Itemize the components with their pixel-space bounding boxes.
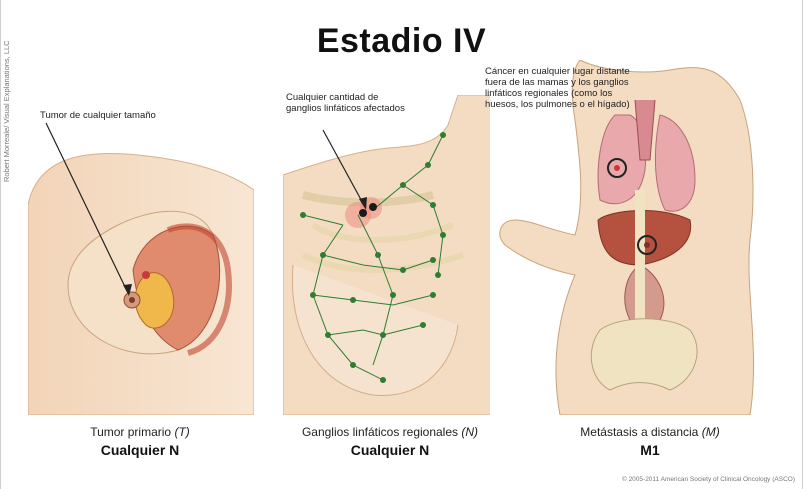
lymph-node-network-illustration [283,95,493,415]
caption-label: Metástasis a distancia [580,425,698,439]
callout-distant-metastasis: Cáncer en cualquier lugar distante fuera… [485,66,635,110]
body-organs-illustration [490,60,780,415]
caption-code: (M) [702,425,720,439]
panel-primary-tumor [28,95,254,415]
caption-lymph-nodes: Ganglios linfáticos regionales (N) [270,425,510,439]
caption-label: Tumor primario [90,425,171,439]
copyright-notice: © 2005-2011 American Society of Clinical… [622,476,795,483]
caption-value-distant-metastasis: M1 [540,442,760,458]
callout-primary-tumor: Tumor de cualquier tamaño [40,110,200,121]
caption-primary-tumor: Tumor primario (T) [30,425,250,439]
caption-distant-metastasis: Metástasis a distancia (M) [540,425,760,439]
caption-label: Ganglios linfáticos regionales [302,425,458,439]
figure-title: Estadio IV [0,22,803,61]
caption-code: (N) [461,425,478,439]
breast-cross-section-illustration [28,95,254,415]
panel-distant-metastasis [490,60,780,415]
caption-value-lymph-nodes: Cualquier N [270,442,510,458]
callout-lymph-nodes: Cualquier cantidad de ganglios linfático… [286,92,406,114]
caption-code: (T) [174,425,189,439]
caption-value-primary-tumor: Cualquier N [30,442,250,458]
panel-lymph-nodes [283,95,493,415]
